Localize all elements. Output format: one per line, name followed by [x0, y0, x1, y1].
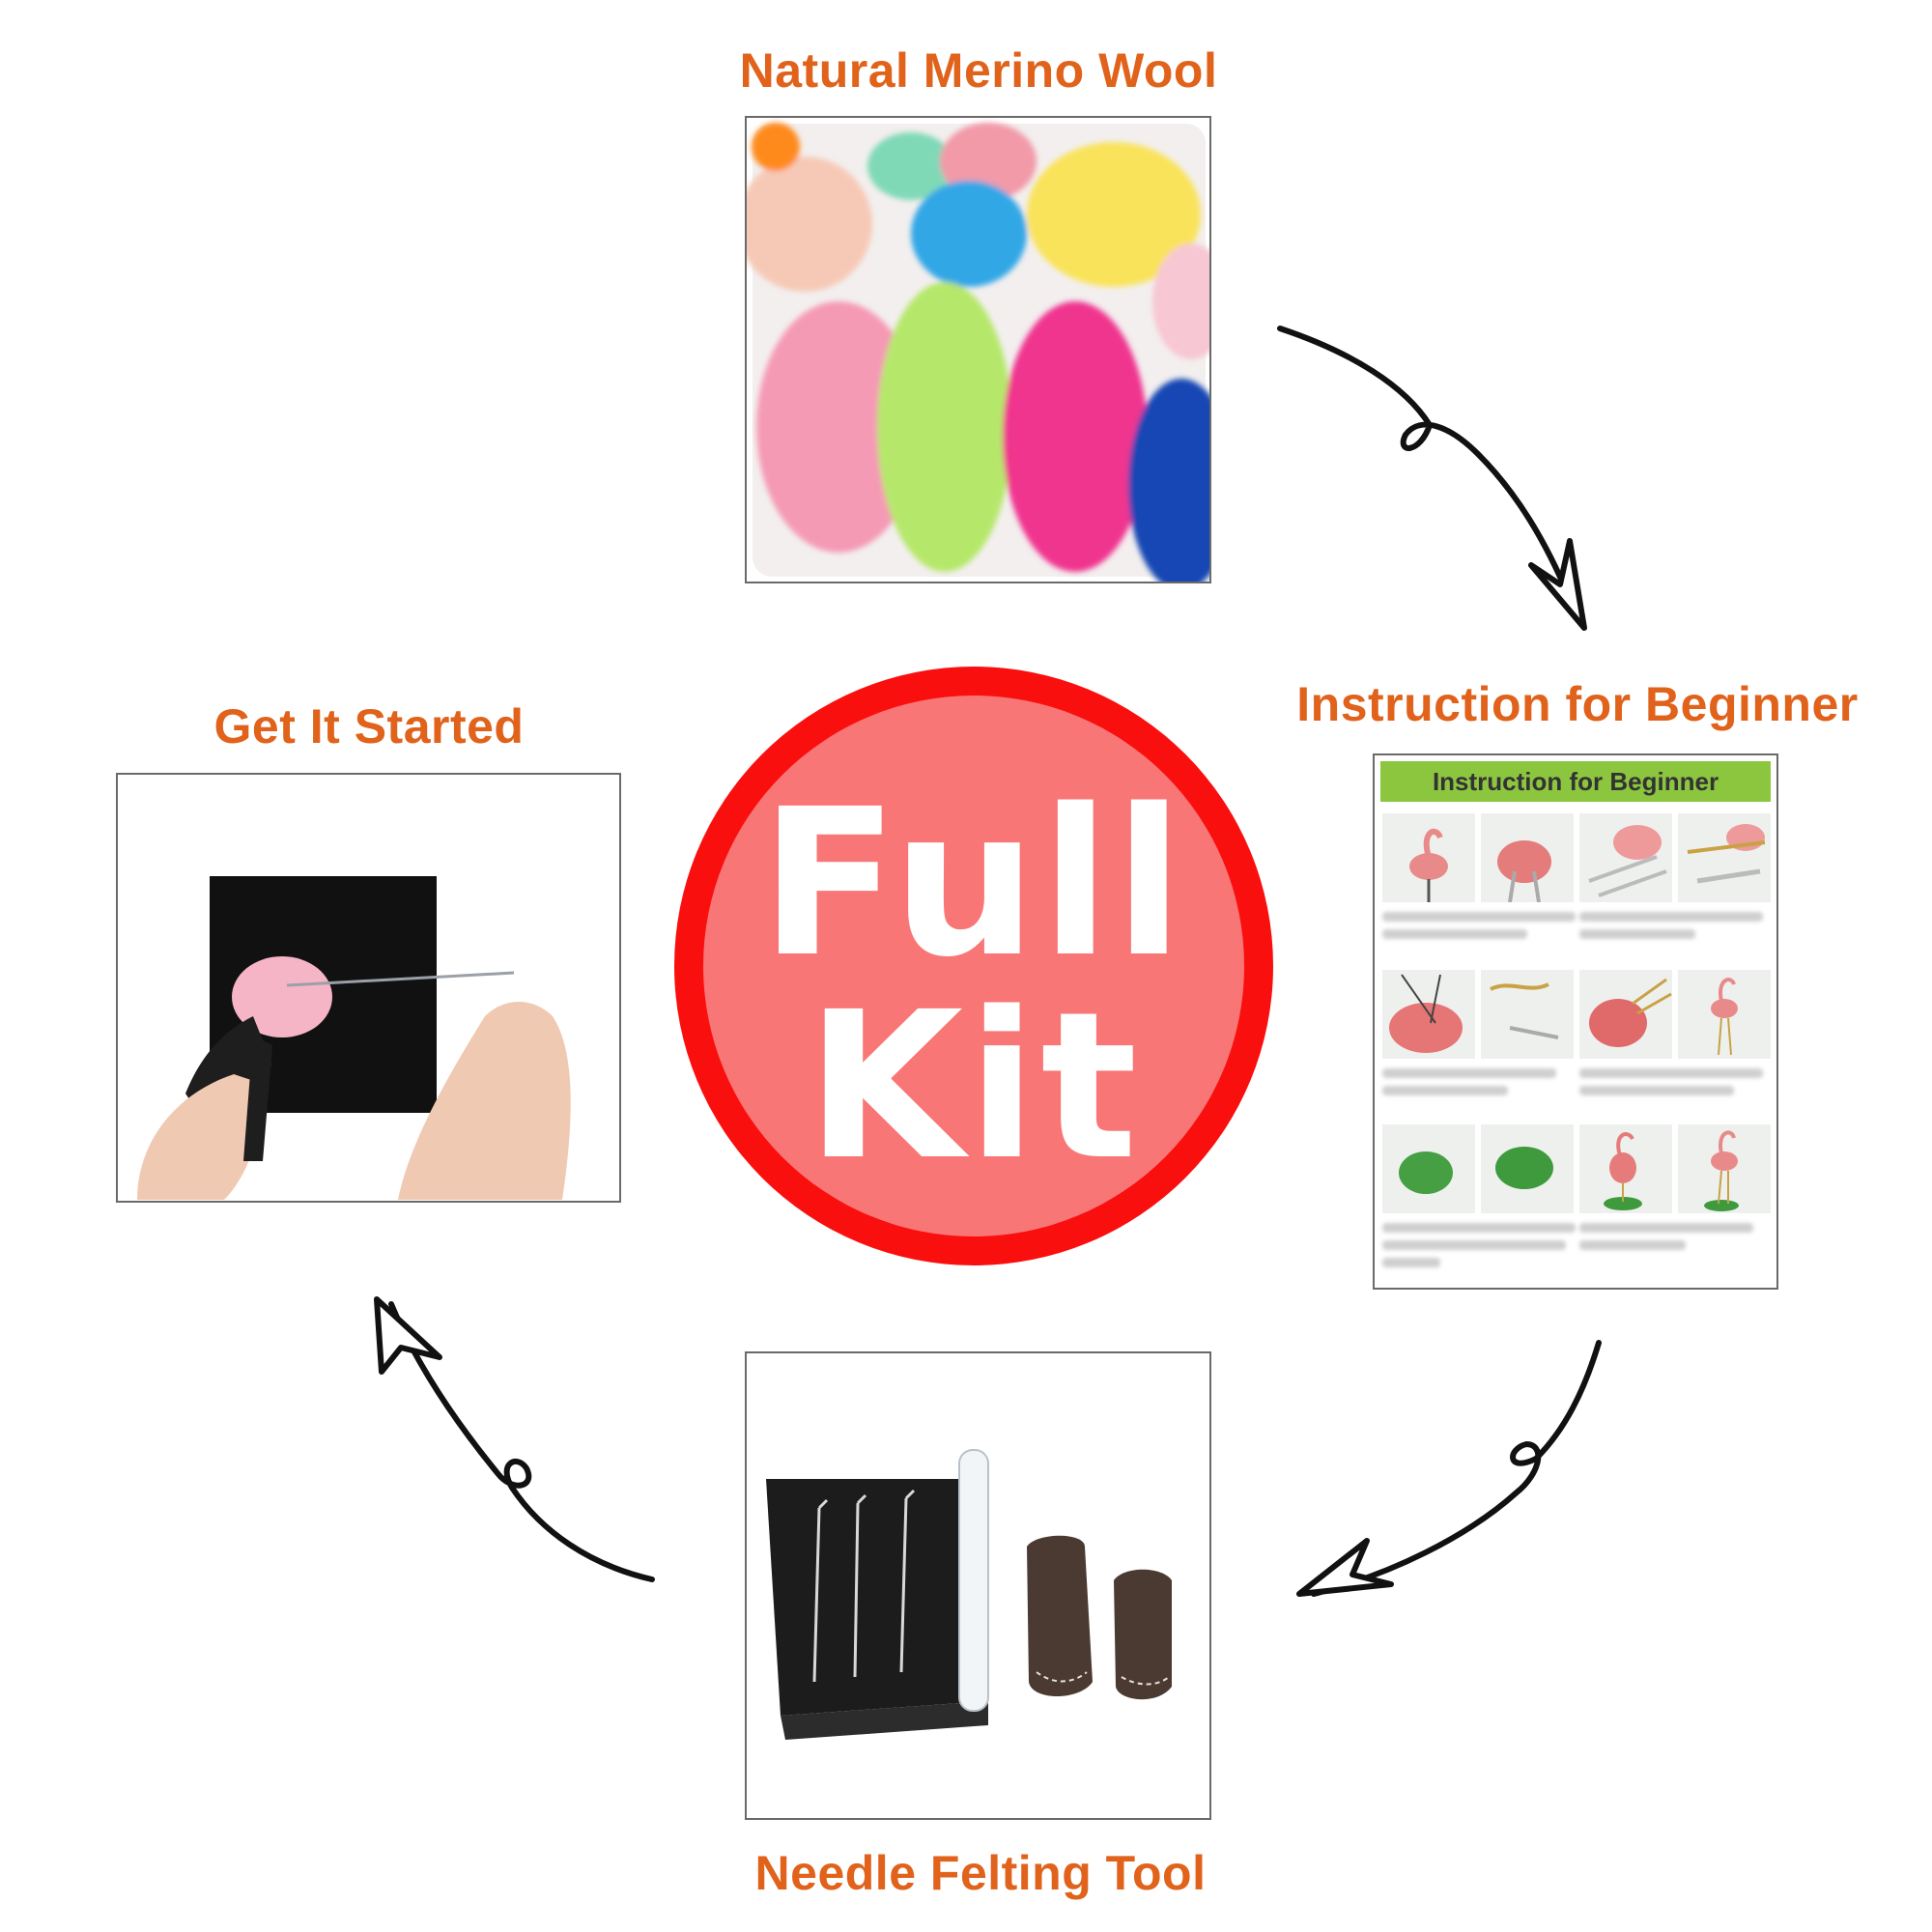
blurred-text: [1382, 912, 1576, 922]
instruction-sheet-header: Instruction for Beginner: [1380, 761, 1771, 802]
caption-instruction-for-beginner: Instruction for Beginner: [1296, 677, 1859, 731]
blurred-text: [1382, 1086, 1508, 1095]
blurred-text: [1579, 1068, 1763, 1078]
blurred-text: [1382, 1223, 1576, 1233]
blurred-text: [1579, 912, 1763, 922]
curly-arrow-icon: [1296, 1340, 1602, 1597]
caption-needle-felting-tool: Needle Felting Tool: [754, 1846, 1207, 1900]
blurred-text: [1382, 929, 1527, 939]
badge-text-full: Full: [759, 765, 1188, 1002]
flamingo-step-thumb: [1678, 970, 1771, 1059]
get-started-panel: [116, 773, 621, 1203]
blurred-text: [1382, 1240, 1566, 1250]
full-kit-badge: Full Kit: [674, 667, 1273, 1265]
blurred-text: [1579, 1223, 1753, 1233]
blurred-text: [1579, 1086, 1734, 1095]
flamingo-step-thumb: [1481, 1124, 1574, 1213]
felting-hands-image: [137, 876, 571, 1200]
instruction-sheet-panel: Instruction for Beginner: [1373, 753, 1778, 1290]
badge-inner-circle: Full Kit: [703, 696, 1244, 1236]
flamingo-step-thumb: [1481, 813, 1574, 902]
curly-arrow-icon: [1277, 326, 1587, 631]
felting-tools-panel: [745, 1351, 1211, 1820]
blurred-text: [1579, 929, 1695, 939]
wool-bundles-image: [747, 123, 1209, 582]
felting-tools-image: [766, 1449, 1172, 1740]
wool-photo-panel: [745, 116, 1211, 583]
caption-get-it-started: Get It Started: [213, 699, 525, 753]
flamingo-step-thumb: [1382, 813, 1475, 902]
flamingo-step-thumb: [1678, 1124, 1771, 1213]
flamingo-step-thumb: [1579, 970, 1672, 1059]
flamingo-step-thumb: [1579, 1124, 1672, 1213]
flamingo-step-thumb: [1678, 813, 1771, 902]
blurred-text: [1579, 1240, 1686, 1250]
blurred-text: [1382, 1258, 1440, 1267]
flamingo-step-thumb: [1382, 1124, 1475, 1213]
flamingo-step-thumb: [1579, 813, 1672, 902]
caption-natural-merino-wool: Natural Merino Wool: [739, 43, 1218, 98]
flamingo-step-thumb: [1481, 970, 1574, 1059]
flamingo-step-thumb: [1382, 970, 1475, 1059]
curly-arrow-icon: [374, 1296, 655, 1582]
blurred-text: [1382, 1068, 1556, 1078]
badge-text-kit: Kit: [806, 968, 1142, 1205]
